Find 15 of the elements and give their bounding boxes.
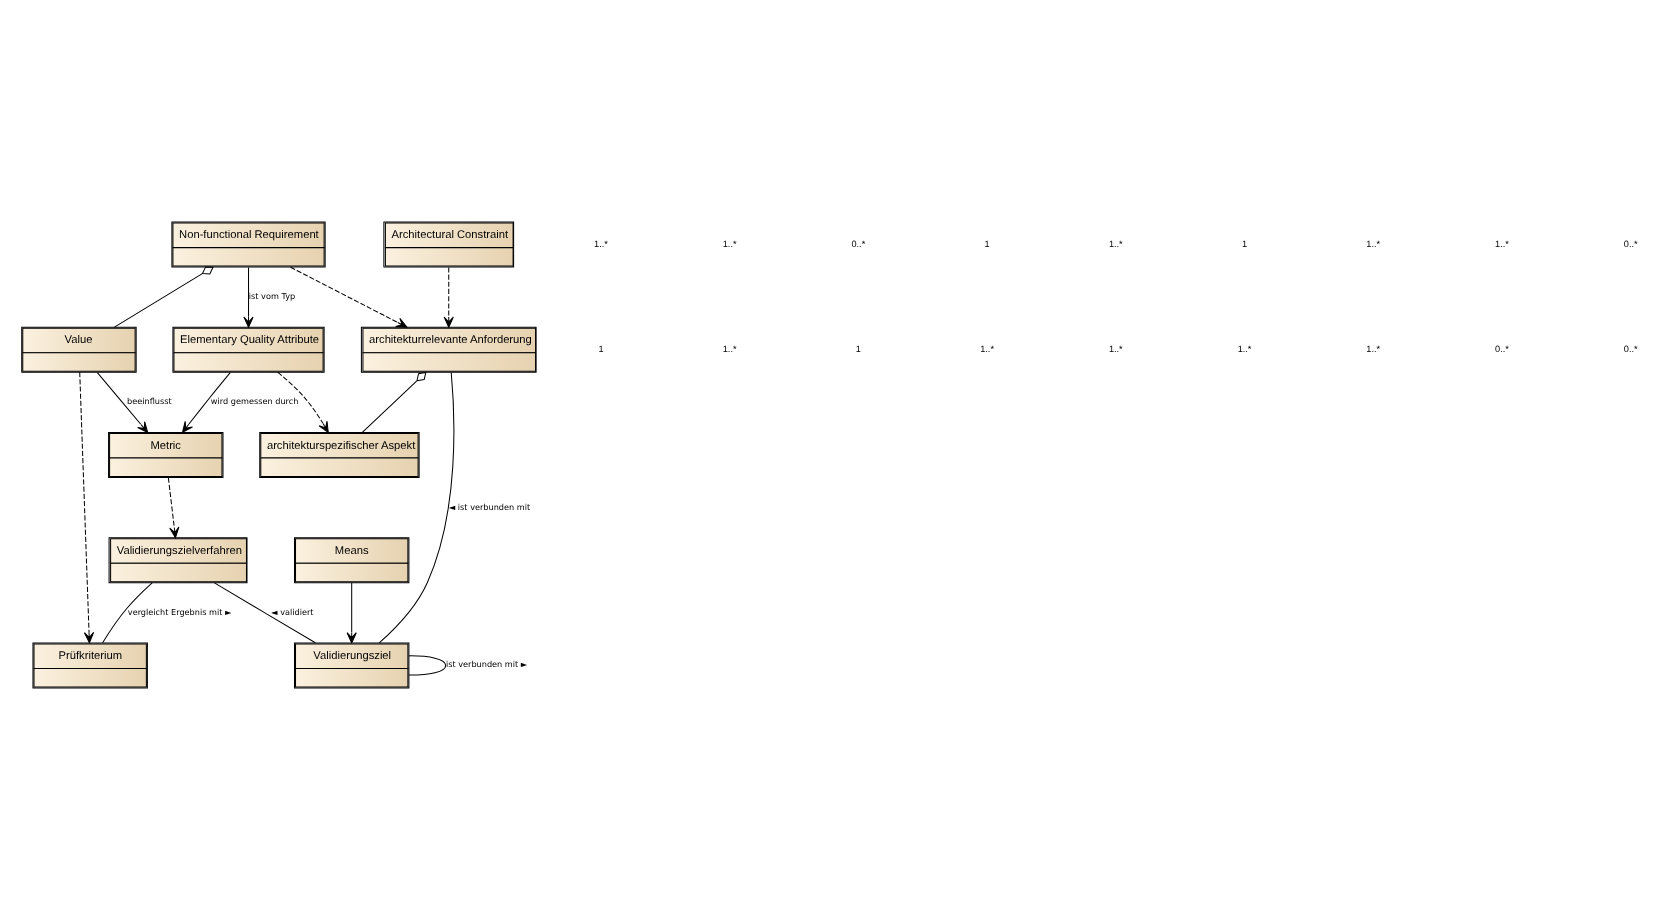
arrow — [96, 372, 149, 433]
arrow — [290, 266, 408, 328]
connector — [213, 582, 316, 644]
connector — [378, 371, 455, 644]
connector — [361, 371, 427, 433]
arrow — [277, 371, 329, 433]
connector — [408, 655, 447, 676]
arrow — [79, 371, 95, 644]
arrow — [346, 582, 357, 644]
connector — [102, 582, 153, 644]
arrow — [443, 266, 454, 328]
arrow — [182, 372, 231, 433]
connector — [113, 266, 214, 328]
arrow — [167, 477, 180, 539]
arrow — [243, 266, 254, 328]
